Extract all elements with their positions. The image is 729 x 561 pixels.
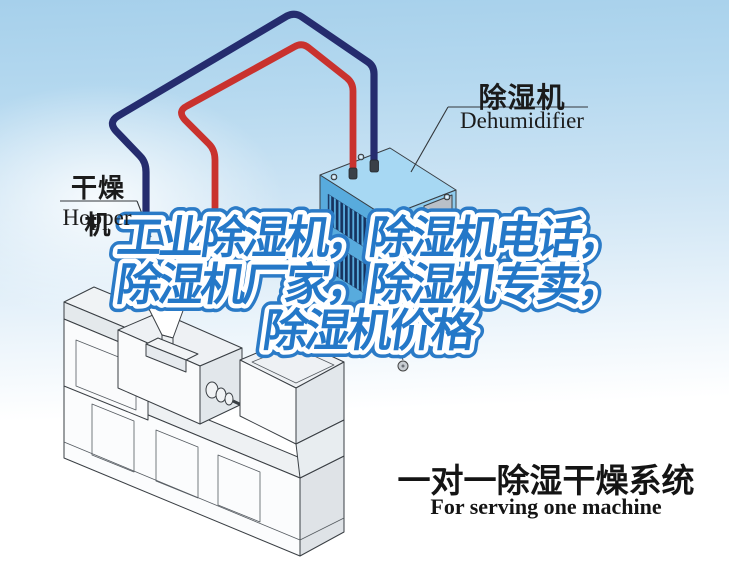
headline-overlay: 工业除湿机，除湿机电话， 除湿机厂家，除湿机专卖， 除湿机价格 工业除湿机，除湿… bbox=[105, 204, 633, 364]
machine-base-front bbox=[63, 379, 301, 557]
hopper-label-en: Hopper bbox=[62, 205, 132, 230]
pipe-fitting bbox=[348, 167, 358, 180]
vent-grille bbox=[329, 241, 379, 303]
filter-panel bbox=[423, 194, 453, 264]
clamp-unit-skirt bbox=[295, 419, 345, 479]
clamp-unit-top-panel bbox=[251, 345, 335, 384]
vent-grille bbox=[327, 193, 373, 253]
caption-en: For serving one machine bbox=[430, 494, 662, 519]
headline-line3: 除湿机价格 bbox=[260, 305, 481, 356]
base-band bbox=[385, 304, 457, 353]
machine-base-seam bbox=[63, 441, 301, 541]
louver-slot bbox=[343, 314, 357, 322]
lifting-eyes bbox=[330, 153, 451, 216]
annotation-lines bbox=[60, 106, 588, 238]
return-air-pipe bbox=[108, 10, 378, 272]
dehumidifier-label-zh: 除湿机 bbox=[478, 82, 566, 113]
headline-line1: 工业除湿机，除湿机电话， bbox=[114, 212, 625, 263]
headline-line3-rim: 除湿机价格 bbox=[260, 305, 481, 356]
machine-left-block-panel bbox=[75, 339, 137, 411]
hopper-label-zh: 干燥机 bbox=[70, 173, 125, 240]
dehumidifier-label-en: Dehumidifier bbox=[460, 108, 584, 133]
louver-slot bbox=[359, 324, 373, 332]
hopper-leader-line bbox=[136, 200, 152, 238]
headline-line2: 除湿机厂家，除湿机专卖， bbox=[113, 259, 624, 310]
filter-panel bbox=[395, 246, 421, 313]
hopper-funnel bbox=[139, 281, 199, 373]
injection-molding-machine bbox=[63, 281, 345, 557]
machine-base-seam-right bbox=[299, 517, 345, 541]
headline-line2-rim: 除湿机厂家，除湿机专卖， bbox=[113, 259, 624, 310]
machine-door-panel bbox=[91, 403, 135, 473]
machine-door-panel bbox=[155, 429, 199, 499]
dry-air-pipe bbox=[178, 41, 357, 272]
dehumidifier-unit bbox=[319, 147, 457, 372]
headline-line1-rim: 工业除湿机，除湿机电话， bbox=[114, 212, 625, 263]
caster-wheels bbox=[320, 311, 457, 372]
dehumidifier-leader-line bbox=[410, 106, 449, 173]
air-pipes bbox=[108, 10, 379, 272]
caption-zh: 一对一除湿干燥系统 bbox=[397, 462, 695, 499]
pipe-fitting bbox=[369, 159, 379, 173]
machine-door-panel bbox=[217, 454, 261, 523]
machine-barrel bbox=[205, 381, 249, 410]
